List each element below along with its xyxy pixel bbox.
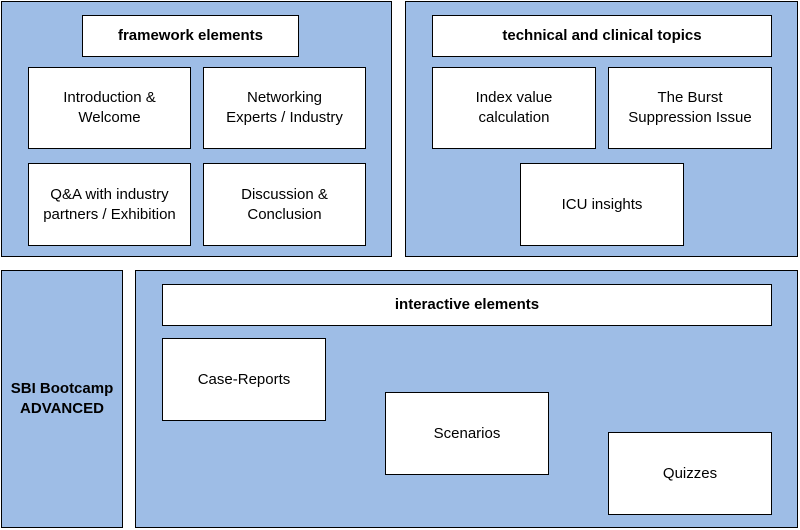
interactive-item-quizzes: Quizzes bbox=[608, 432, 772, 515]
framework-item-discussion: Discussion & Conclusion bbox=[203, 163, 366, 246]
title-panel: SBI Bootcamp ADVANCED bbox=[1, 270, 123, 528]
interactive-panel: interactive elements Case-Reports Scenar… bbox=[135, 270, 798, 528]
framework-item-networking: Networking Experts / Industry bbox=[203, 67, 366, 149]
diagram-title: SBI Bootcamp ADVANCED bbox=[10, 380, 114, 417]
framework-header: framework elements bbox=[82, 15, 299, 57]
technical-item-burst-suppression: The Burst Suppression Issue bbox=[608, 67, 772, 149]
interactive-item-case-reports: Case-Reports bbox=[162, 338, 326, 421]
interactive-header: interactive elements bbox=[162, 284, 772, 326]
technical-header: technical and clinical topics bbox=[432, 15, 772, 57]
interactive-item-scenarios: Scenarios bbox=[385, 392, 549, 475]
technical-item-icu-insights: ICU insights bbox=[520, 163, 684, 246]
framework-panel: framework elements Introduction & Welcom… bbox=[1, 1, 392, 257]
framework-item-introduction: Introduction & Welcome bbox=[28, 67, 191, 149]
framework-item-qa: Q&A with industry partners / Exhibition bbox=[28, 163, 191, 246]
technical-panel: technical and clinical topics Index valu… bbox=[405, 1, 798, 257]
technical-item-index-value: Index value calculation bbox=[432, 67, 596, 149]
